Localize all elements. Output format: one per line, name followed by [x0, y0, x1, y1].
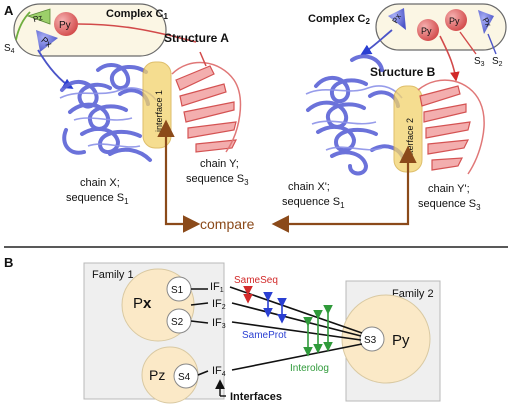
c2-px2-label: Px: [481, 16, 493, 29]
if2-label: IF2: [212, 298, 226, 311]
complex-c1: Pz Py Px Complex C1: [13, 3, 168, 57]
compare-arrow-right: [271, 176, 410, 233]
c1-arrow-s4: [15, 11, 31, 41]
compare-arrow-left: [164, 150, 201, 233]
c2-arrow-chain-x: [360, 29, 393, 55]
structure-b-label: Structure B: [370, 65, 436, 79]
c2-arrow-chain-y: [439, 35, 460, 82]
panel-a-label: A: [4, 3, 14, 18]
chain-y-line1: chain Y;: [200, 158, 239, 170]
chain-x-line1: chain X;: [80, 177, 120, 189]
c2-s3: S3: [474, 56, 485, 68]
chain-y-line2: sequence S3: [186, 173, 249, 187]
sameprot-label: SameProt: [242, 330, 287, 341]
interface-2-label: interface 2: [405, 118, 415, 160]
c1-pz-label: Pz: [32, 13, 43, 24]
c1-title: Complex C1: [106, 8, 168, 21]
s3-label: S3: [364, 335, 377, 346]
interface-1-label: interface 1: [154, 90, 164, 132]
c2-arrow-s3: [459, 31, 477, 55]
c1-arrow-chain-x: [37, 49, 74, 89]
c1-arrow-chain-y: [77, 23, 197, 43]
structure-a: interface 1: [59, 51, 242, 162]
c2-title: Complex C2: [308, 13, 370, 26]
sameprot-arrows: [263, 292, 287, 324]
s4-circle: [173, 363, 199, 389]
chain-y2-line1: chain Y';: [428, 183, 470, 195]
family1-label: Family 1: [92, 269, 134, 281]
s4-label: S4: [178, 372, 191, 383]
chain-x2-line1: chain X';: [288, 181, 330, 193]
structure-a-label: Structure A: [164, 31, 229, 45]
py-label: Py: [392, 332, 410, 349]
s2-label: S2: [171, 317, 184, 328]
c2-px-label: Px: [391, 12, 403, 25]
if3-label: IF3: [212, 317, 226, 330]
interolog-label: Interolog: [290, 363, 329, 374]
family2-label: Family 2: [392, 288, 434, 300]
c2-py2-label: Py: [449, 16, 460, 26]
c2-py1-label: Py: [421, 26, 432, 36]
py-circle: [341, 294, 431, 384]
if4-label: IF4: [212, 365, 226, 378]
panel-b-label: B: [4, 255, 13, 270]
complex-c2: Px Py Py Px: [375, 3, 507, 51]
c1-py-ball: [54, 12, 78, 36]
c2-s2: S2: [492, 56, 503, 68]
interfaces-label: Interfaces: [230, 391, 282, 403]
compare-label: compare: [200, 216, 255, 232]
c1-s4: S4: [4, 43, 15, 55]
c1-py-label: Py: [59, 20, 71, 31]
px-label: Px: [133, 295, 152, 312]
c2-arrow-s2: [487, 33, 497, 55]
s1-label: S1: [171, 285, 184, 296]
if1-label: IF1: [210, 281, 224, 294]
pz-label: Pz: [149, 367, 165, 383]
sameseq-label: SameSeq: [234, 275, 278, 286]
chain-x2-line2: sequence S1: [282, 196, 345, 210]
chain-y2-line2: sequence S3: [418, 198, 481, 212]
chain-x-line2: sequence S1: [66, 192, 129, 206]
s3-circle: [359, 326, 385, 352]
interolog-arrows: [303, 305, 333, 357]
